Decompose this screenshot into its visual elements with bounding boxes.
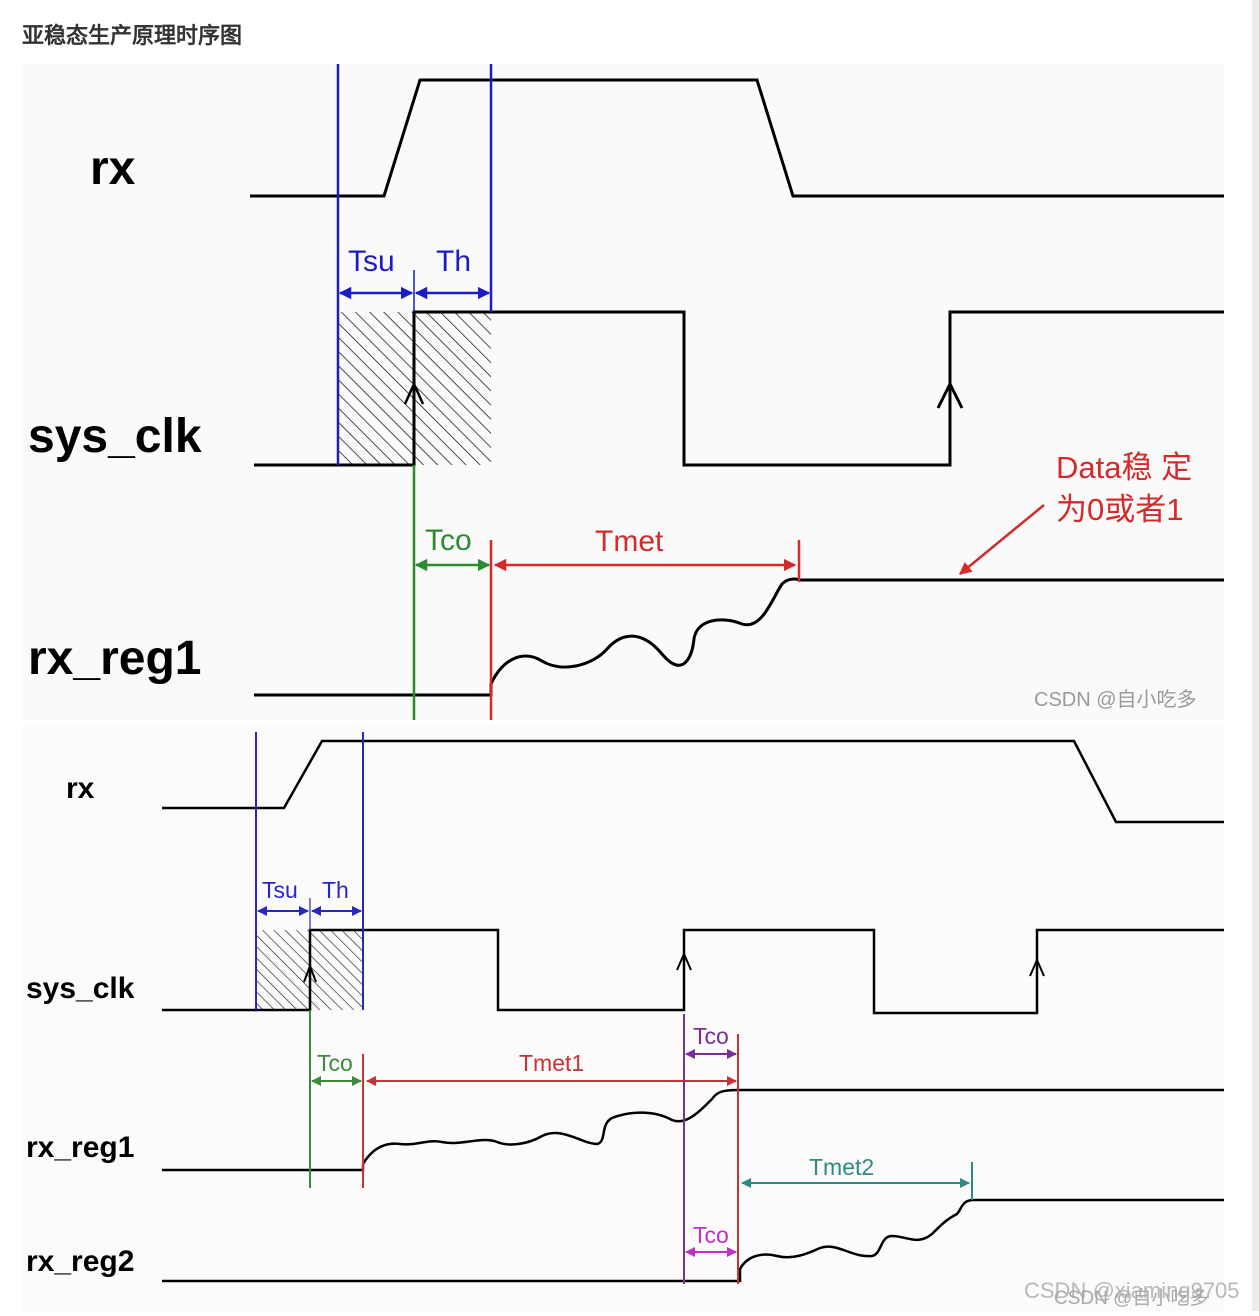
page-scrollbar-track [1252,0,1259,1311]
signal-label-sys-clk: sys_clk [26,972,135,1005]
rx-reg2-waveform [162,1198,1224,1283]
tsu-label: Tsu [348,245,395,278]
rising-edge-arrow-icon [676,951,692,971]
watermark-back: CSDN @xiaming9705 [1024,1278,1240,1303]
tco-label: Tco [425,524,472,557]
watermark-front: CSDN @自小吃多 [1054,1287,1208,1309]
tsu-label: Tsu [262,877,298,903]
tco2-label: Tco [693,1023,729,1049]
signal-label-sys-clk: sys_clk [28,410,202,463]
signal-label-rx-reg1: rx_reg1 [28,632,201,685]
tco3-label: Tco [693,1222,729,1248]
timing-diagram-1-svg: rx sys_clk rx_reg1 Tsu Th Tco Tmet Data稳… [28,64,1224,720]
timing-diagram-2-svg: rx sys_clk rx_reg1 rx_reg2 Tsu Th Tco Tm… [26,732,1240,1309]
rx-waveform [162,739,1224,824]
rising-edge-arrow-icon [1029,957,1045,977]
annotation-line2: 为0或者1 [1056,492,1183,527]
annotation-arrow [959,504,1045,575]
timing-diagram-1: rx sys_clk rx_reg1 Tsu Th Tco Tmet Data稳… [22,64,1224,720]
tmet-label: Tmet [595,525,664,558]
signal-label-rx: rx [90,142,136,195]
rising-edge-arrow-icon [936,380,964,409]
th-label: Th [322,877,349,903]
rx-waveform [250,78,1224,198]
page-title: 亚稳态生产原理时序图 [22,23,243,48]
sys-clk-waveform [254,310,1224,467]
th-label: Th [436,245,471,278]
annotation-line1: Data稳 定 [1056,450,1192,485]
sys-clk-waveform [162,928,1224,1015]
timing-diagram-2: rx sys_clk rx_reg1 rx_reg2 Tsu Th Tco Tm… [22,724,1240,1311]
tco-label: Tco [317,1050,353,1076]
tmet1-label: Tmet1 [519,1050,584,1076]
signal-label-rx-reg1: rx_reg1 [26,1131,134,1164]
rx-reg1-waveform [254,577,1224,697]
rising-edge-arrow-icon [303,963,317,983]
signal-label-rx-reg2: rx_reg2 [26,1245,134,1278]
tmet2-label: Tmet2 [809,1154,874,1180]
rising-edge-arrow-icon [403,380,425,405]
watermark: CSDN @自小吃多 [1034,688,1197,711]
rx-reg1-waveform [162,1088,1224,1172]
signal-label-rx: rx [66,772,95,805]
